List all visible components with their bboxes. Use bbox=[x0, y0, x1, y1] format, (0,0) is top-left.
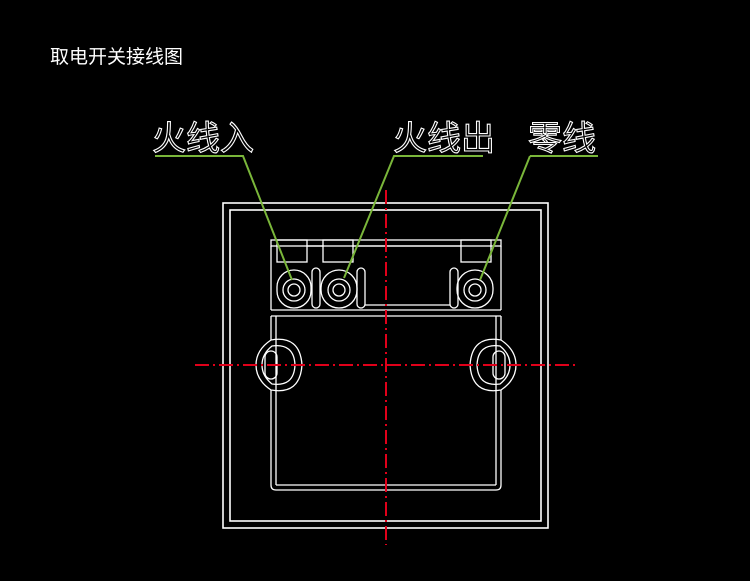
separator-pin bbox=[449, 267, 459, 309]
terminal-live-in bbox=[276, 269, 312, 309]
separator-pin bbox=[356, 267, 366, 309]
leader-neutral bbox=[479, 155, 598, 281]
terminal-neutral bbox=[456, 269, 494, 309]
label-neutral: 零线 bbox=[528, 119, 596, 159]
leader-live-out bbox=[343, 155, 483, 279]
label-live-in: 火线入 bbox=[152, 119, 254, 159]
separator-pin bbox=[311, 267, 321, 309]
leader-live-in bbox=[155, 155, 293, 281]
diagram-title: 取电开关接线图 bbox=[50, 46, 184, 68]
terminal-live-out bbox=[320, 269, 358, 309]
label-live-out: 火线出 bbox=[393, 119, 495, 159]
